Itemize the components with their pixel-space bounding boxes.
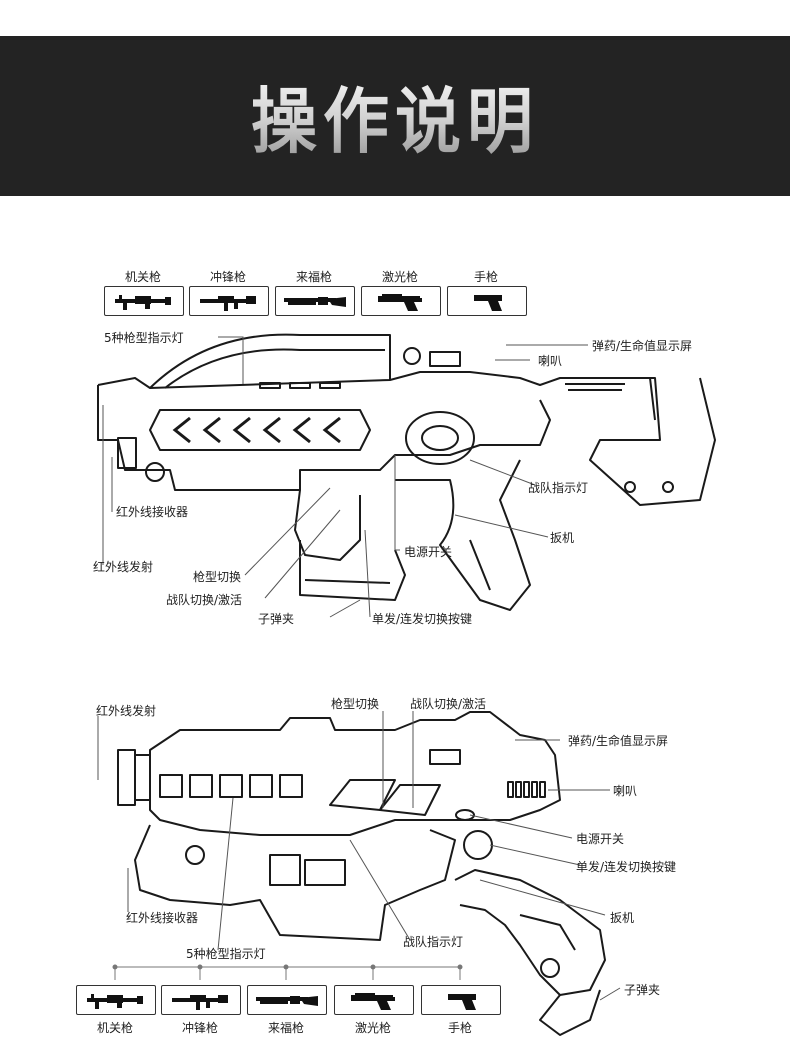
callout-ammo-health-screen-2: 弹药/生命值显示屏 <box>568 734 669 748</box>
callout-trigger-2: 扳机 <box>610 911 635 925</box>
smg-icon-2 <box>161 985 241 1015</box>
laser-gun-icon-2 <box>334 985 414 1015</box>
page-title: 操作说明 <box>251 64 539 168</box>
callout-team-light-2: 战队指示灯 <box>403 935 464 949</box>
callout-team-light: 战队指示灯 <box>528 481 589 495</box>
weapon-label-rifle-2: 来福枪 <box>267 1021 304 1035</box>
weapon-label-pistol-2: 手枪 <box>447 1021 472 1035</box>
callout-speaker: 喇叭 <box>538 354 563 368</box>
callout-ir-receiver-2: 红外线接收器 <box>126 911 199 925</box>
machine-gun-icon-2 <box>76 985 156 1015</box>
header-banner: 操作说明 <box>0 36 790 196</box>
weapon-label-machine-gun-2: 机关枪 <box>96 1021 133 1035</box>
callout-gun-type-switch: 枪型切换 <box>193 570 242 584</box>
page-top-margin <box>0 0 790 36</box>
pistol-icon-2 <box>421 985 501 1015</box>
callout-fire-mode-button-2: 单发/连发切换按键 <box>576 860 677 874</box>
weapon-label-laser-2: 激光枪 <box>354 1021 391 1035</box>
callout-fire-mode-button: 单发/连发切换按键 <box>372 612 473 626</box>
callout-power-switch-2: 电源开关 <box>576 832 625 846</box>
callout-team-switch-2: 战队切换/激活 <box>410 697 487 711</box>
callout-ir-emitter-2: 红外线发射 <box>96 704 157 718</box>
callout-team-switch: 战队切换/激活 <box>166 593 243 607</box>
callout-ir-emitter: 红外线发射 <box>93 560 154 574</box>
weapon-label-pistol: 手枪 <box>473 270 498 284</box>
callout-indicator-lights-2: 5种枪型指示灯 <box>186 947 266 961</box>
pistol-icon <box>447 286 527 316</box>
rifle-icon-2 <box>247 985 327 1015</box>
rifle-icon <box>275 286 355 316</box>
callout-speaker-2: 喇叭 <box>613 784 638 798</box>
weapon-label-machine-gun: 机关枪 <box>124 270 161 284</box>
callout-trigger: 扳机 <box>550 531 575 545</box>
weapon-label-laser: 激光枪 <box>381 270 418 284</box>
weapon-label-rifle: 来福枪 <box>295 270 332 284</box>
laser-gun-icon <box>361 286 441 316</box>
callout-magazine: 子弹夹 <box>258 612 295 626</box>
weapon-label-smg: 冲锋枪 <box>209 270 246 284</box>
callout-indicator-lights: 5种枪型指示灯 <box>104 331 184 345</box>
callout-magazine-2: 子弹夹 <box>624 983 661 997</box>
machine-gun-icon <box>104 286 184 316</box>
weapon-label-smg-2: 冲锋枪 <box>181 1021 218 1035</box>
callout-ammo-health-screen: 弹药/生命值显示屏 <box>592 339 693 353</box>
callout-power-switch: 电源开关 <box>404 545 453 559</box>
callout-ir-receiver: 红外线接收器 <box>116 505 189 519</box>
callout-gun-type-switch-2: 枪型切换 <box>331 697 380 711</box>
smg-icon <box>189 286 269 316</box>
